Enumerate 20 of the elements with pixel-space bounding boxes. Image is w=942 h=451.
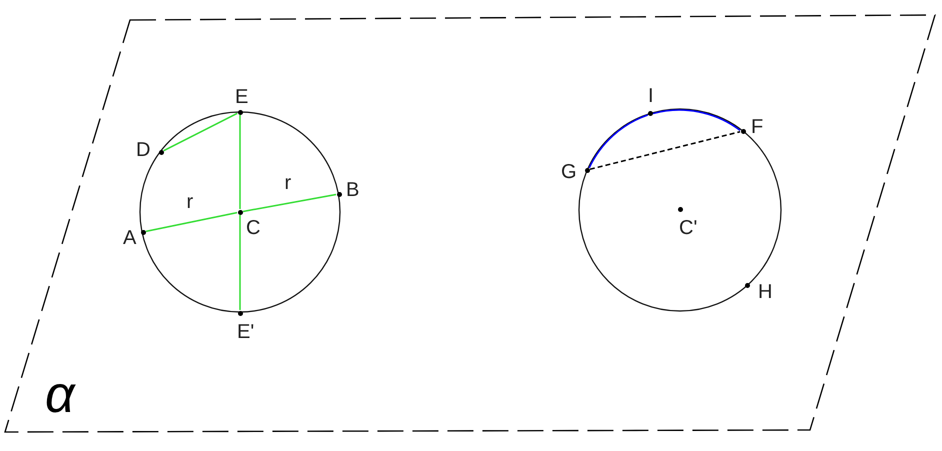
plane-label: α: [45, 367, 75, 423]
point-label: E: [235, 86, 248, 108]
point-label: F: [751, 116, 764, 138]
arc: [652, 109, 740, 132]
point-label: H: [758, 281, 772, 303]
line-segment: [163, 112, 238, 152]
arc: [588, 114, 648, 168]
point-label: B: [346, 179, 360, 201]
line-segment: [242, 194, 336, 212]
point-label: D: [136, 139, 150, 161]
point-label: I: [648, 85, 654, 107]
point-label: C: [246, 217, 260, 239]
dashed-chord: [590, 131, 740, 170]
point-label: C': [679, 217, 698, 239]
point-label: G: [561, 161, 577, 183]
point-label: A: [123, 227, 136, 249]
line-segment: [239, 115, 241, 209]
point-label: E': [237, 321, 254, 343]
line-segment: [239, 215, 241, 310]
line-segment: [146, 212, 238, 232]
